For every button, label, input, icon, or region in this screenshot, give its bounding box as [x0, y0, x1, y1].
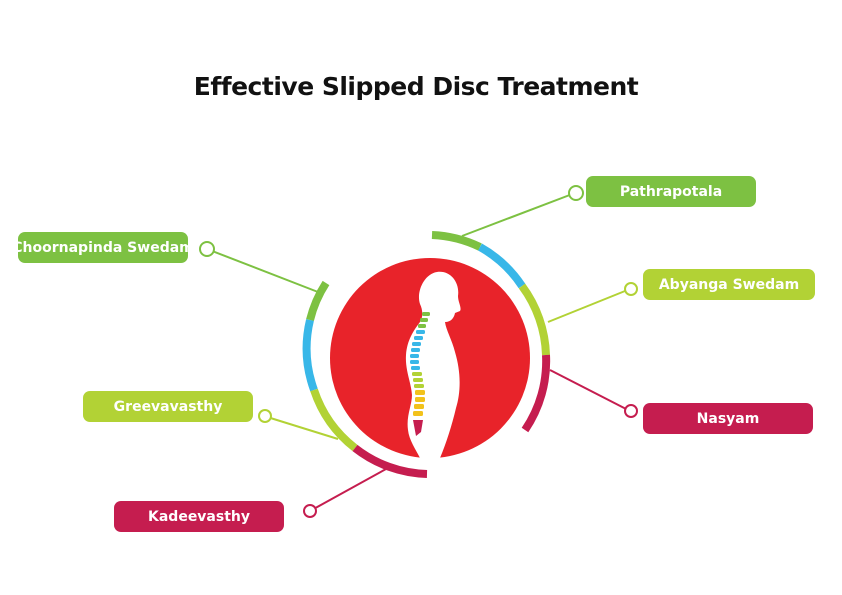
connector-lines — [206, 192, 631, 512]
connector-choornapinda — [206, 248, 319, 293]
label-pathrapotala-text: Pathrapotala — [619, 183, 723, 200]
label-abyanga-swedam: Abyanga Swedam — [643, 269, 815, 300]
arc-left-blue — [302, 319, 318, 392]
arc-right-blue — [477, 243, 526, 289]
label-pathrapotala: Pathrapotala — [586, 176, 756, 207]
label-nasyam-text: Nasyam — [696, 410, 760, 427]
arc-left-crimson — [352, 444, 428, 478]
marker-nasyam — [624, 404, 638, 418]
connector-abyanga — [547, 288, 631, 323]
spine-icon — [410, 312, 430, 436]
label-kadeevasthy-text: Kadeevasthy — [148, 508, 250, 525]
label-choornapinda-swedam: Choornapinda Swedam — [12, 232, 194, 263]
connector-markers — [199, 185, 638, 518]
marker-choornapinda — [199, 241, 215, 257]
label-greevavasthy: Greevavasthy — [83, 391, 253, 422]
arc-right-lime — [518, 283, 550, 356]
label-nasyam: Nasyam — [643, 403, 813, 434]
marker-pathrapotala — [568, 185, 584, 201]
marker-abyanga — [624, 282, 638, 296]
connector-greevavasthy — [263, 415, 339, 440]
label-kadeevasthy: Kadeevasthy — [114, 501, 284, 532]
connector-pathrapotala — [461, 192, 576, 237]
label-choornapinda-swedam-text: Choornapinda Swedam — [12, 239, 194, 256]
page-title: Effective Slipped Disc Treatment — [193, 72, 639, 101]
connector-kadeevasthy — [309, 468, 387, 512]
marker-kadeevasthy — [303, 504, 317, 518]
arc-left-lime — [310, 388, 358, 452]
arc-left-green — [306, 280, 330, 322]
label-greevavasthy-text: Greevavasthy — [113, 398, 223, 415]
outer-arcs — [302, 231, 551, 478]
connector-nasyam — [549, 369, 631, 412]
arc-right-green — [431, 231, 482, 251]
label-abyanga-swedam-text: Abyanga Swedam — [658, 276, 800, 293]
marker-greevavasthy — [258, 409, 272, 423]
arc-right-crimson — [521, 354, 551, 433]
